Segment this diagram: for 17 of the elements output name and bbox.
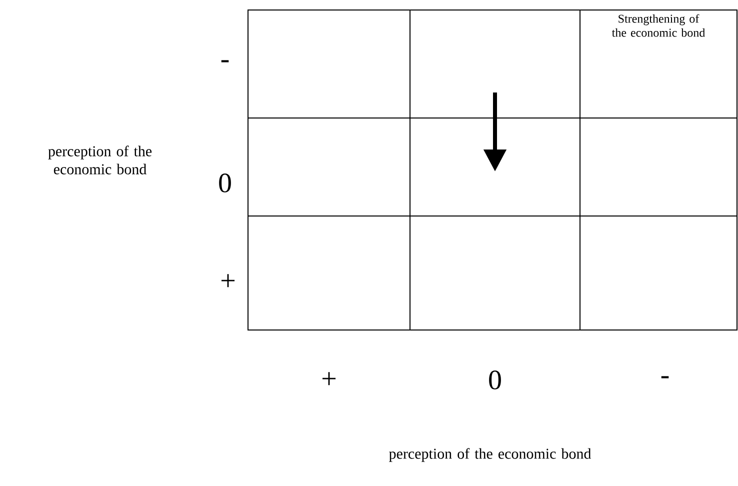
grid-cell bbox=[248, 216, 410, 330]
grid-cell bbox=[410, 10, 580, 118]
scale-label: - bbox=[221, 60, 229, 62]
grid-cell bbox=[248, 118, 410, 216]
grid-cell bbox=[248, 10, 410, 118]
axis-title: perception of the economic bond bbox=[48, 146, 152, 174]
axis-title: perception of the economic bond bbox=[389, 448, 592, 462]
scale-label: 0 bbox=[489, 370, 501, 390]
scale-label: + bbox=[322, 372, 336, 386]
grid-cell bbox=[580, 216, 738, 330]
grid-cell bbox=[410, 118, 580, 216]
grid-cell bbox=[410, 216, 580, 330]
scale-label: + bbox=[222, 274, 235, 288]
scale-label: 0 bbox=[219, 174, 231, 192]
grid-cell bbox=[580, 118, 738, 216]
cell-text: Strengthening of the economic bond bbox=[612, 14, 705, 37]
scale-label: - bbox=[661, 376, 669, 378]
